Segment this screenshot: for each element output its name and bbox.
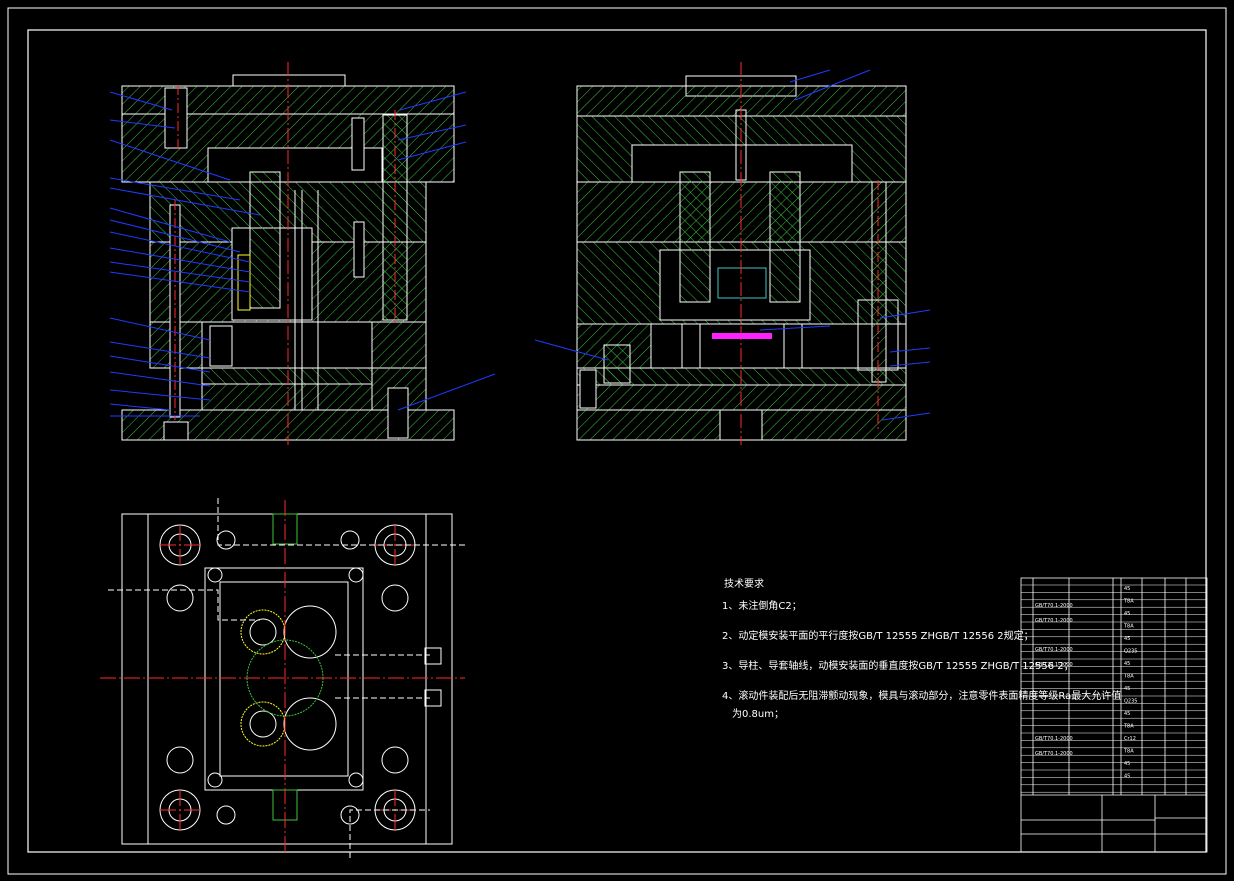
- tech-title: 技术要求: [724, 579, 764, 590]
- gear-marker-right: [712, 333, 772, 339]
- parts-list-rows: [1021, 584, 1207, 793]
- parts-list-table: [1020, 577, 1208, 853]
- parts-list-standard: GB/T70.1-2000: [1035, 603, 1073, 609]
- parts-list-standards: GB/T70.1-2000GB/T70.1-2000GB/T70.1-2000G…: [1035, 603, 1073, 757]
- plan-centerlines: [100, 500, 465, 855]
- parts-list-material: T8A: [1123, 624, 1134, 630]
- parts-list-materials: 45T8A45T8A45Q23545T8A45Q23545T8ACr12T8A4…: [1123, 586, 1137, 780]
- parts-list-material: 45: [1124, 761, 1130, 767]
- parts-list-material: 45: [1124, 611, 1130, 617]
- parts-list-standard: GB/T70.1-2000: [1035, 662, 1073, 668]
- parts-list-material: T8A: [1123, 674, 1134, 680]
- parts-list-material: T8A: [1123, 724, 1134, 730]
- parts-list-material: 45: [1124, 661, 1130, 667]
- parts-list-material: Q235: [1124, 649, 1137, 655]
- parts-list-standard: GB/T70.1-2000: [1035, 751, 1073, 757]
- outer-border: [7, 7, 1227, 875]
- parts-list-standard: GB/T70.1-2000: [1035, 736, 1073, 742]
- leader-lines-right: [534, 69, 931, 421]
- technical-requirements: 技术要求 1、未注倒角C2； 2、动定模安装平面的平行度按GB/T 12555 …: [722, 580, 1121, 740]
- tech-item-3: 3、导柱、导套轴线，动模安装面的垂直度按GB/T 12555 ZHGB/T 12…: [722, 661, 1074, 672]
- parts-list-material: T8A: [1123, 749, 1134, 755]
- parts-list-material: 45: [1124, 711, 1130, 717]
- parts-list-material: 45: [1124, 774, 1130, 780]
- plan-section-lines: [108, 498, 465, 858]
- parts-list-material: Q235: [1124, 699, 1137, 705]
- tech-item-4-continuation: 为0.8um；: [732, 709, 784, 720]
- tech-item-4: 4、滚动件装配后无阻滞颤动现象，模具与滚动部分，注意零件表面精度等级Ra最大允许…: [722, 691, 1122, 702]
- leader-lines-left: [109, 91, 496, 417]
- tech-item-1: 1、未注倒角C2；: [722, 601, 802, 612]
- parts-list-material: 45: [1124, 686, 1130, 692]
- parts-list-material: T8A: [1123, 599, 1134, 605]
- parts-list-standard: GB/T70.1-2000: [1035, 618, 1073, 624]
- parts-list-standard: GB/T70.1-2000: [1035, 647, 1073, 653]
- parts-list-material: 45: [1124, 586, 1130, 592]
- plan-view: [121, 513, 453, 845]
- parts-list-material: Cr12: [1124, 736, 1136, 742]
- section-view-right: [576, 75, 907, 441]
- tech-item-2: 2、动定模安装平面的平行度按GB/T 12555 ZHGB/T 12556 2规…: [722, 631, 1034, 642]
- parts-list-material: 45: [1124, 636, 1130, 642]
- inner-border: [27, 29, 1207, 853]
